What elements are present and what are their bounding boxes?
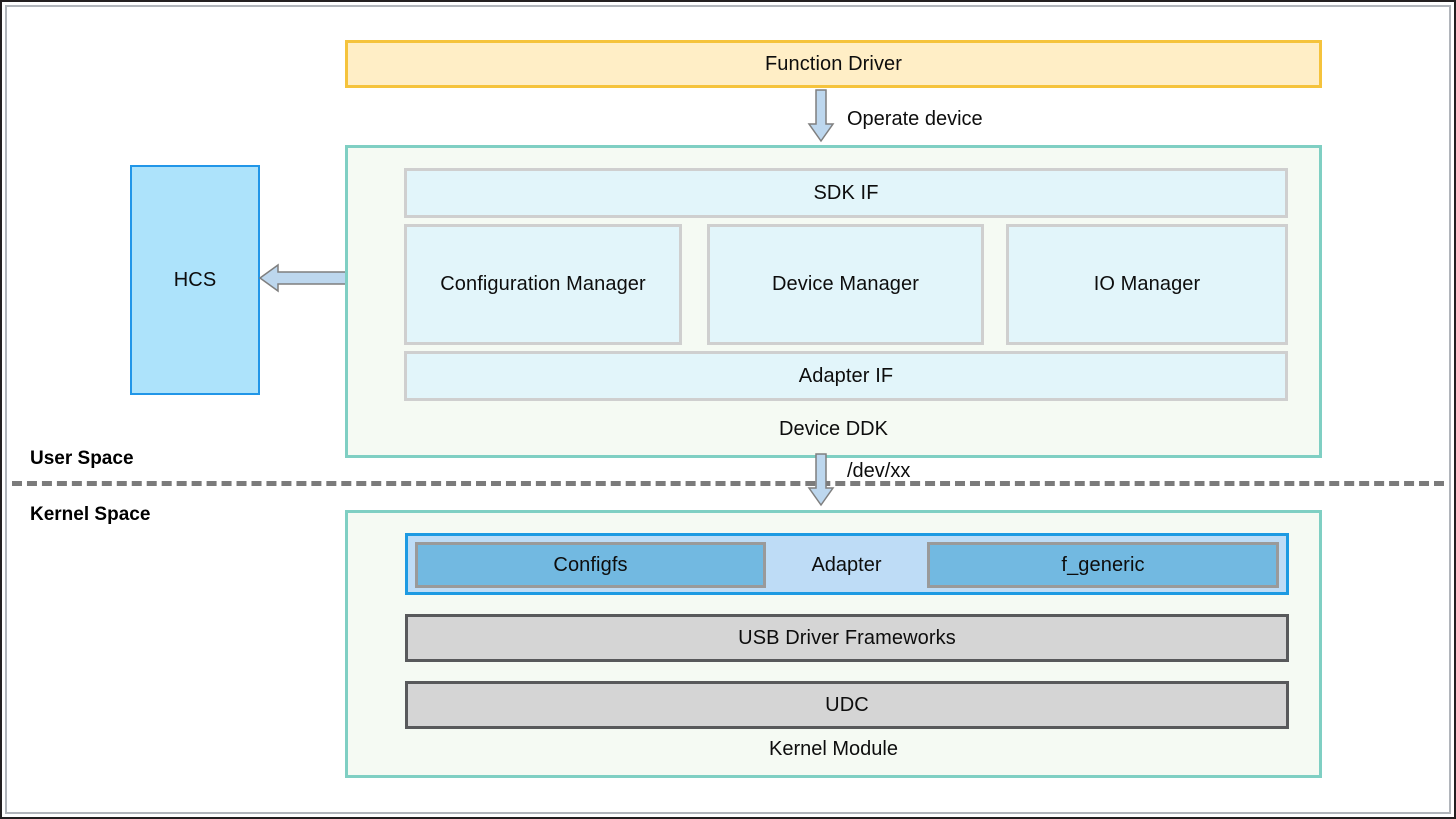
- sdk-if-box[interactable]: SDK IF: [404, 168, 1288, 218]
- udc-box[interactable]: UDC: [405, 681, 1289, 729]
- adapter-group-box[interactable]: Configfs Adapter f_generic: [405, 533, 1289, 595]
- operate-device-label: Operate device: [847, 108, 983, 130]
- hcs-box[interactable]: HCS: [130, 165, 260, 395]
- kernel-module-region: Configfs Adapter f_generic USB Driver Fr…: [345, 510, 1322, 778]
- io-manager-label: IO Manager: [1093, 273, 1201, 295]
- operate-device-arrow-icon: [807, 89, 835, 143]
- user-space-label: User Space: [30, 448, 134, 469]
- configfs-label: Configfs: [553, 553, 628, 576]
- kernel-space-label: Kernel Space: [30, 504, 151, 525]
- kernel-module-caption: Kernel Module: [769, 738, 898, 760]
- dev-xx-arrow-icon: [807, 453, 835, 507]
- adapter-if-label: Adapter IF: [798, 364, 894, 387]
- io-manager-box[interactable]: IO Manager: [1006, 224, 1288, 345]
- usb-driver-frameworks-label: USB Driver Frameworks: [738, 626, 956, 649]
- device-ddk-caption: Device DDK: [779, 418, 888, 440]
- configfs-box[interactable]: Configfs: [415, 542, 766, 588]
- function-driver-label: Function Driver: [764, 52, 903, 75]
- device-manager-box[interactable]: Device Manager: [707, 224, 984, 345]
- device-manager-label: Device Manager: [771, 273, 920, 295]
- configuration-manager-box[interactable]: Configuration Manager: [404, 224, 682, 345]
- user-kernel-space-divider: [12, 481, 1444, 486]
- hcs-label: HCS: [173, 268, 217, 291]
- udc-label: UDC: [825, 693, 869, 716]
- sdk-if-label: SDK IF: [813, 181, 879, 204]
- dev-xx-label: /dev/xx: [847, 460, 911, 482]
- function-driver-box[interactable]: Function Driver: [345, 40, 1322, 88]
- adapter-if-box[interactable]: Adapter IF: [404, 351, 1288, 401]
- f-generic-label: f_generic: [1061, 553, 1145, 576]
- f-generic-box[interactable]: f_generic: [927, 542, 1279, 588]
- adapter-label: Adapter: [811, 553, 882, 576]
- usb-driver-frameworks-box[interactable]: USB Driver Frameworks: [405, 614, 1289, 662]
- configuration-manager-label: Configuration Manager: [440, 273, 646, 295]
- device-ddk-region: SDK IF Configuration Manager Device Mana…: [345, 145, 1322, 458]
